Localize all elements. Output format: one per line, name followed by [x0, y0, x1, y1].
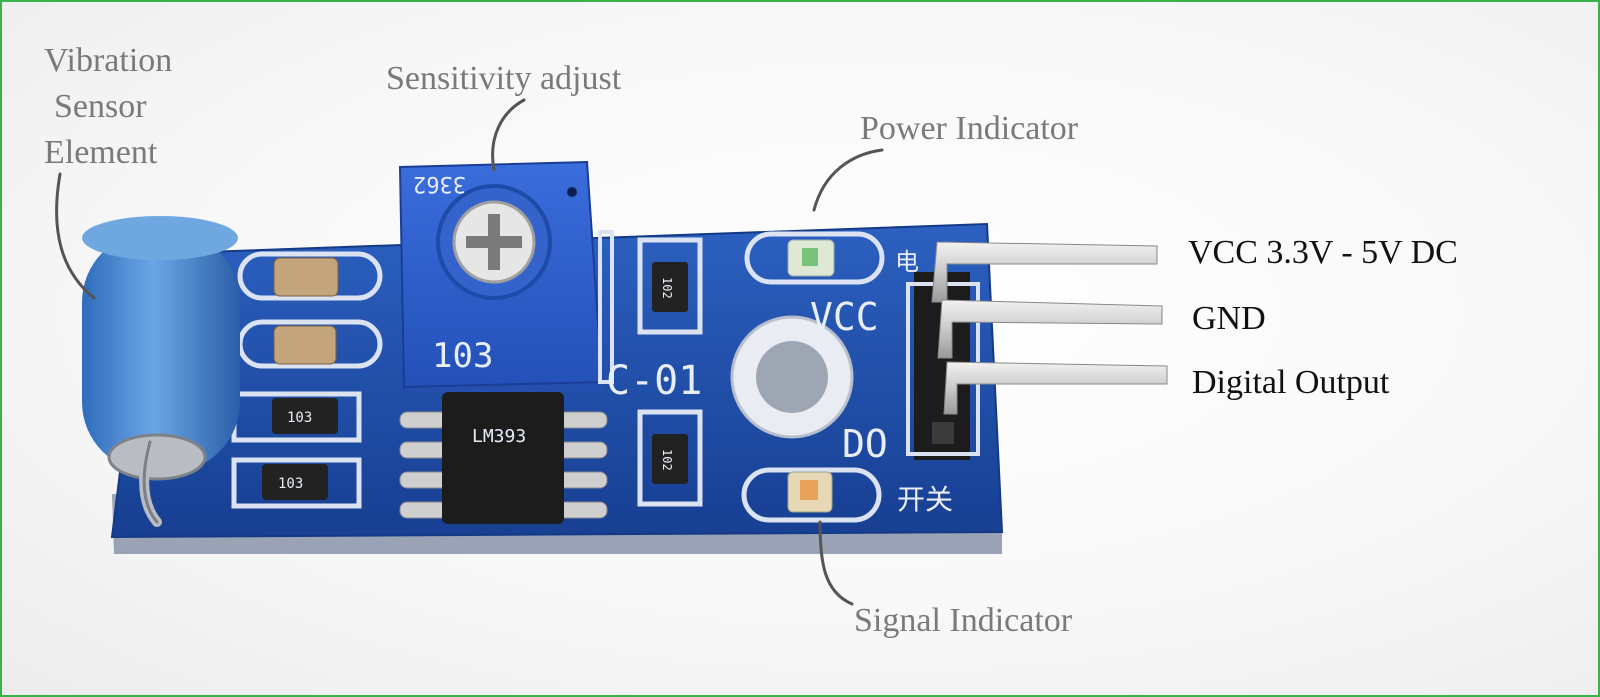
vcc-silkscreen: VCC	[810, 295, 879, 339]
leader-power	[812, 148, 884, 212]
chinese-switch-silkscreen: 开关	[897, 483, 953, 516]
potentiometer: 3362 103	[398, 160, 604, 392]
ic-chip: LM393	[399, 392, 608, 524]
resistor-mid-code-1: 102	[660, 277, 674, 299]
ic-marking: LM393	[472, 426, 526, 447]
resistor-mid-code-2: 102	[660, 449, 674, 471]
module-silkscreen: C-01	[606, 358, 702, 404]
chinese-power-silkscreen: 电	[895, 248, 919, 276]
pot-top-marking: 3362	[413, 171, 466, 196]
power-indicator-label: Power Indicator	[860, 110, 1079, 147]
gnd-pin-label: GND	[1192, 300, 1266, 337]
resistor-mid-2	[637, 409, 703, 507]
leader-vibration	[55, 172, 96, 300]
vibration-sensor-label: Vibration Sensor Element	[44, 38, 172, 176]
resistor-mid-1	[637, 237, 703, 335]
digital-output-pin-label: Digital Output	[1192, 364, 1390, 401]
signal-led-pad	[741, 467, 882, 523]
vibration-sensor-element	[82, 216, 240, 527]
vibration-label-line-2: Sensor	[54, 87, 147, 125]
leader-signal	[818, 520, 854, 606]
vcc-pin-label: VCC 3.3V - 5V DC	[1188, 234, 1458, 271]
capacitor-1	[237, 251, 383, 301]
do-silkscreen: DO	[842, 422, 888, 466]
vibration-label-line-3: Element	[44, 133, 158, 171]
leader-sensitivity	[491, 98, 526, 172]
sensitivity-adjust-label: Sensitivity adjust	[386, 60, 622, 97]
pot-code: 103	[432, 336, 493, 376]
signal-indicator-label: Signal Indicator	[854, 602, 1073, 639]
power-led-pad	[744, 231, 885, 285]
pin-header	[906, 241, 1168, 460]
resistor-code-1: 103	[287, 410, 312, 426]
resistor-code-2: 103	[278, 476, 303, 492]
vibration-label-line-1: Vibration	[44, 42, 173, 79]
resistor-left-2	[231, 457, 362, 509]
